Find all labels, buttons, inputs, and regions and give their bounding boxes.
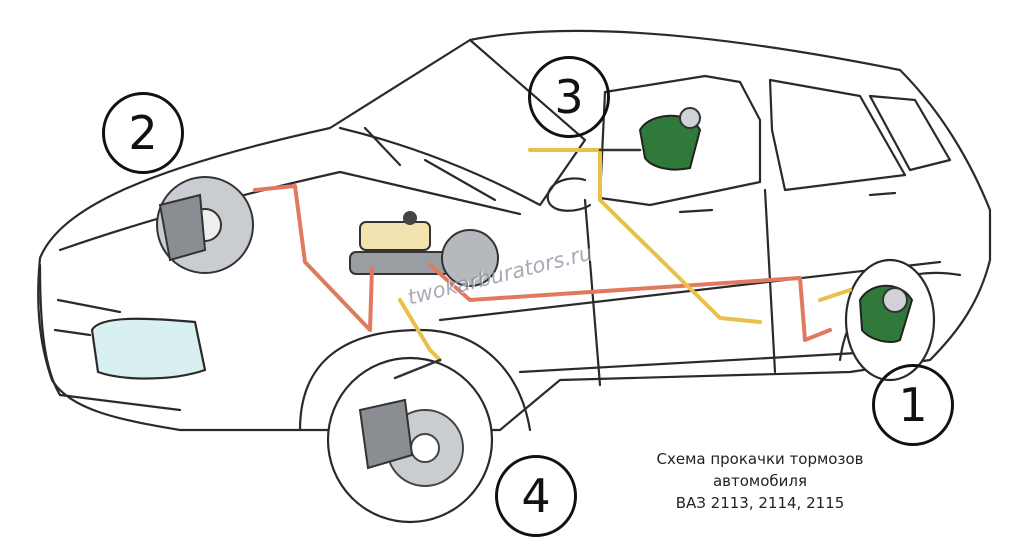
windshield bbox=[338, 38, 587, 207]
rear-brake-line-3 bbox=[818, 288, 852, 302]
front-right-brake-disc bbox=[156, 176, 254, 274]
diagram-caption: Схема прокачки тормозов автомобиля ВАЗ 2… bbox=[640, 448, 880, 514]
callout-2: 2 bbox=[102, 92, 184, 174]
wiper-left bbox=[363, 126, 402, 167]
rear-brake-line-2 bbox=[398, 298, 442, 362]
master-cylinder bbox=[349, 211, 499, 287]
grille bbox=[53, 298, 122, 337]
rear-window bbox=[768, 78, 907, 192]
front-brake-line bbox=[253, 184, 374, 332]
caption-line-3: ВАЗ 2113, 2114, 2115 bbox=[675, 494, 845, 512]
rear-brake-line bbox=[528, 148, 762, 324]
sill-line bbox=[518, 348, 912, 374]
callout-1: 1 bbox=[872, 364, 954, 446]
headlight bbox=[90, 317, 207, 380]
callout-3: 3 bbox=[528, 56, 610, 138]
front-bumper bbox=[38, 263, 182, 412]
caption-line-1: Схема прокачки тормозов bbox=[656, 450, 864, 468]
rear-right-wheel bbox=[844, 258, 936, 382]
car-body-outline bbox=[37, 29, 992, 432]
caption-line-2: автомобиля bbox=[712, 472, 808, 490]
front-brake-line-2 bbox=[428, 263, 832, 342]
callout-4: 4 bbox=[495, 455, 577, 537]
front-left-wheel bbox=[326, 356, 494, 524]
front-window bbox=[598, 74, 762, 207]
wiper-right bbox=[423, 158, 497, 202]
door-handle-front bbox=[678, 208, 714, 214]
rear-quarter-window bbox=[868, 94, 952, 172]
rear-left-drum-brake bbox=[638, 107, 702, 171]
flex-hose-front bbox=[393, 358, 442, 380]
side-mirror bbox=[546, 177, 592, 212]
door-handle-rear bbox=[868, 191, 897, 197]
